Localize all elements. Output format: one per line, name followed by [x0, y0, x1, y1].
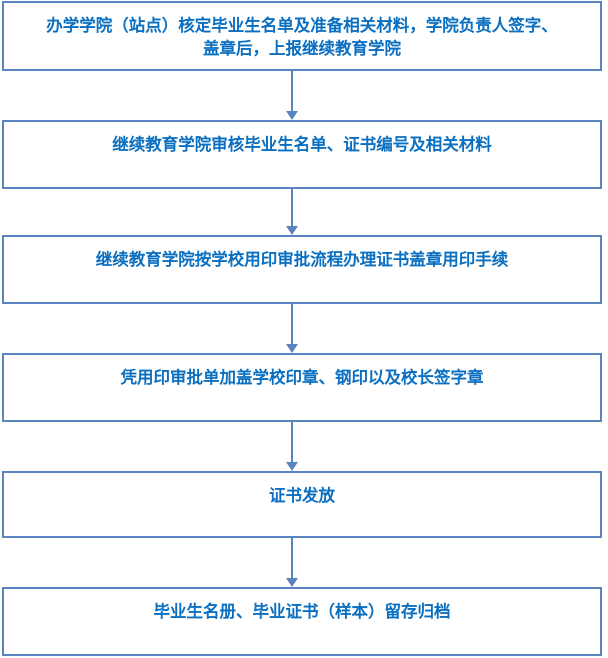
- arrow-3-icon: [285, 304, 299, 353]
- step-3-text: 继续教育学院按学校用印审批流程办理证书盖章用印手续: [95, 250, 509, 269]
- step-4-text: 凭用印审批单加盖学校印章、钢印以及校长签字章: [120, 368, 484, 387]
- step-1-box: 办学学院（站点）核定毕业生名单及准备相关材料，学院负责人签字、 盖章后，上报继续…: [2, 1, 602, 71]
- arrow-4-icon: [285, 422, 299, 471]
- step-1-text-line1: 办学学院（站点）核定毕业生名单及准备相关材料，学院负责人签字、: [46, 16, 558, 35]
- arrow-1-icon: [285, 71, 299, 120]
- step-5-box: 证书发放: [2, 471, 602, 538]
- arrow-5-icon: [285, 538, 299, 587]
- step-2-text: 继续教育学院审核毕业生名单、证书编号及相关材料: [112, 135, 492, 154]
- step-3-box: 继续教育学院按学校用印审批流程办理证书盖章用印手续: [2, 235, 602, 304]
- arrow-2-icon: [285, 189, 299, 235]
- step-5-text: 证书发放: [269, 486, 335, 505]
- step-6-text: 毕业生名册、毕业证书（样本）留存归档: [153, 602, 451, 621]
- step-4-box: 凭用印审批单加盖学校印章、钢印以及校长签字章: [2, 353, 602, 422]
- step-1-text-line2: 盖章后，上报继续教育学院: [203, 39, 401, 58]
- step-6-box: 毕业生名册、毕业证书（样本）留存归档: [2, 587, 602, 656]
- step-2-box: 继续教育学院审核毕业生名单、证书编号及相关材料: [2, 120, 602, 189]
